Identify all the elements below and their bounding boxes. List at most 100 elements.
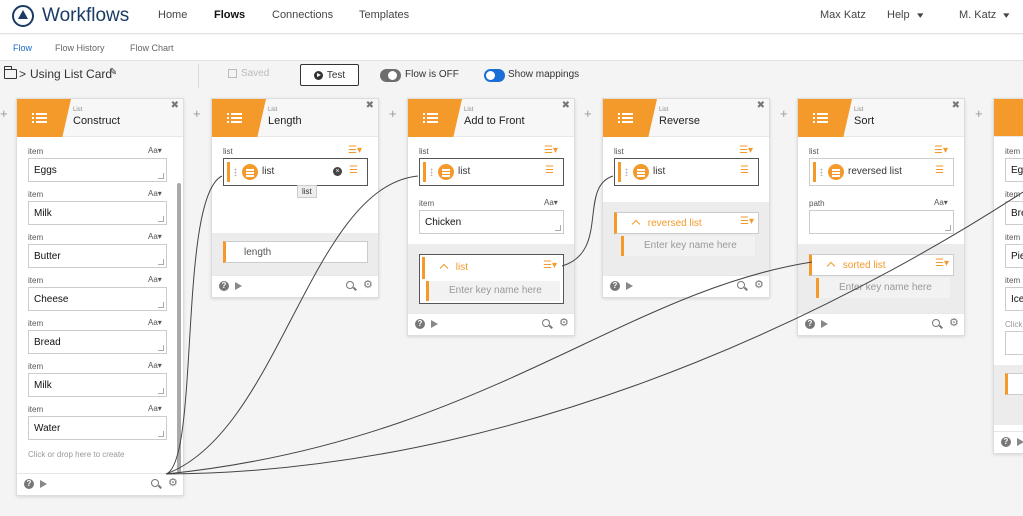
type-selector[interactable]: Aa▾: [544, 198, 558, 207]
gear-icon[interactable]: ⚙: [168, 477, 178, 489]
play-icon[interactable]: [821, 320, 828, 328]
add-card-plus-icon[interactable]: +: [780, 106, 788, 121]
list-menu-icon[interactable]: ☰▾: [543, 260, 557, 271]
drag-handle-icon[interactable]: [430, 168, 433, 176]
play-icon[interactable]: [235, 282, 242, 290]
gear-icon[interactable]: ⚙: [363, 279, 373, 291]
card-length[interactable]: List Length ✖ list ☰▾ list × ☰ list leng…: [211, 98, 379, 298]
add-card-plus-icon[interactable]: +: [584, 106, 592, 121]
help-icon[interactable]: ?: [805, 319, 815, 329]
type-selector[interactable]: Aa▾: [148, 189, 162, 198]
list-menu-icon[interactable]: ☰▾: [544, 145, 558, 156]
input-chip[interactable]: reversed list ☰: [809, 158, 954, 186]
key-name-input[interactable]: Enter key name here: [816, 278, 950, 298]
play-icon[interactable]: [626, 282, 633, 290]
output-row[interactable]: sorted list ☰▾: [809, 254, 954, 276]
close-icon[interactable]: ✖: [170, 100, 179, 111]
search-icon[interactable]: [932, 319, 940, 327]
nav-user-name[interactable]: Max Katz: [820, 9, 866, 21]
close-icon[interactable]: ✖: [951, 100, 960, 111]
drag-handle-icon[interactable]: [234, 168, 237, 176]
output-row[interactable]: length: [223, 241, 368, 263]
type-selector[interactable]: Aa▾: [148, 146, 162, 155]
list-menu-icon[interactable]: ☰: [935, 165, 944, 176]
close-icon[interactable]: ✖: [756, 100, 765, 111]
type-selector[interactable]: Aa▾: [148, 275, 162, 284]
clear-icon[interactable]: ×: [333, 167, 342, 176]
output-row[interactable]: list ☰▾: [422, 257, 561, 279]
output-row[interactable]: reversed list ☰▾: [614, 212, 759, 234]
type-selector[interactable]: Aa▾: [148, 404, 162, 413]
saved-button[interactable]: Saved: [228, 68, 269, 79]
folder-icon[interactable]: [3, 66, 17, 79]
help-icon[interactable]: ?: [415, 319, 425, 329]
path-field[interactable]: [809, 210, 954, 234]
search-icon[interactable]: [542, 319, 550, 327]
item-field[interactable]: Cheese: [28, 287, 167, 311]
item-field[interactable]: Eg: [1005, 158, 1023, 182]
add-card-plus-icon[interactable]: +: [193, 106, 201, 121]
type-selector[interactable]: Aa▾: [934, 198, 948, 207]
search-icon[interactable]: [737, 281, 745, 289]
create-hint[interactable]: Click or drop here to create: [28, 450, 125, 459]
list-menu-icon[interactable]: ☰▾: [934, 145, 948, 156]
item-field[interactable]: Bread: [28, 330, 167, 354]
key-name-input[interactable]: Enter key name here: [621, 236, 755, 256]
item-field[interactable]: Eggs: [28, 158, 167, 182]
item-field[interactable]: [1005, 331, 1023, 355]
card-sort[interactable]: List Sort ✖ list ☰▾ reversed list ☰ path…: [797, 98, 965, 336]
item-field[interactable]: Chicken: [419, 210, 564, 234]
search-icon[interactable]: [151, 479, 159, 487]
help-icon[interactable]: ?: [24, 479, 34, 489]
input-chip[interactable]: list ☰: [419, 158, 564, 186]
nav-help[interactable]: Help▾: [887, 9, 923, 21]
scrollbar[interactable]: [177, 183, 181, 473]
add-card-plus-icon[interactable]: +: [975, 106, 983, 121]
nav-home[interactable]: Home: [158, 9, 188, 21]
item-field[interactable]: Water: [28, 416, 167, 440]
search-icon[interactable]: [346, 281, 354, 289]
tab-flow-history[interactable]: Flow History: [55, 43, 105, 53]
help-icon[interactable]: ?: [1001, 437, 1011, 447]
play-icon[interactable]: [40, 480, 47, 488]
item-field[interactable]: Ice: [1005, 287, 1023, 311]
gear-icon[interactable]: ⚙: [754, 279, 764, 291]
add-card-plus-icon[interactable]: +: [0, 106, 8, 121]
caret-up-icon[interactable]: [439, 263, 449, 273]
help-icon[interactable]: ?: [610, 281, 620, 291]
item-field[interactable]: Milk: [28, 201, 167, 225]
caret-up-icon[interactable]: [631, 219, 641, 229]
play-icon[interactable]: [431, 320, 438, 328]
close-icon[interactable]: ✖: [561, 100, 570, 111]
flow-name[interactable]: Using List Card: [30, 67, 113, 81]
play-icon[interactable]: [1017, 438, 1023, 446]
key-name-input[interactable]: Enter key name here: [426, 281, 560, 301]
nav-connections[interactable]: Connections: [272, 9, 334, 21]
gear-icon[interactable]: ⚙: [559, 317, 569, 329]
card-construct[interactable]: List Construct ✖ item Aa▾ Eggs item Aa▾ …: [16, 98, 184, 496]
item-field[interactable]: Pie: [1005, 244, 1023, 268]
nav-account[interactable]: M. Katz▾: [959, 9, 1010, 21]
drag-handle-icon[interactable]: [820, 168, 823, 176]
type-selector[interactable]: Aa▾: [148, 361, 162, 370]
test-button[interactable]: Test: [300, 64, 359, 86]
list-menu-icon[interactable]: ☰▾: [348, 145, 362, 156]
nav-templates[interactable]: Templates: [359, 9, 410, 21]
flow-toggle[interactable]: [380, 69, 401, 82]
pencil-icon[interactable]: ✎: [109, 67, 118, 78]
close-icon[interactable]: ✖: [365, 100, 374, 111]
input-chip[interactable]: list × ☰: [223, 158, 368, 186]
list-menu-icon[interactable]: ☰▾: [740, 216, 754, 227]
card-add-to-front[interactable]: List Add to Front ✖ list ☰▾ list ☰ item …: [407, 98, 575, 336]
input-chip[interactable]: list ☰: [614, 158, 759, 186]
drag-handle-icon[interactable]: [625, 168, 628, 176]
tab-flow[interactable]: Flow: [13, 43, 33, 53]
flow-canvas[interactable]: + + + + + + List Construct ✖ item Aa▾ Eg…: [0, 92, 1023, 516]
nav-flows[interactable]: Flows: [214, 9, 246, 21]
card-reverse[interactable]: List Reverse ✖ list ☰▾ list ☰ reversed l…: [602, 98, 770, 298]
caret-up-icon[interactable]: [826, 261, 836, 271]
help-icon[interactable]: ?: [219, 281, 229, 291]
item-field[interactable]: Bre: [1005, 201, 1023, 225]
list-menu-icon[interactable]: ☰: [545, 165, 554, 176]
tab-flow-chart[interactable]: Flow Chart: [130, 43, 174, 53]
